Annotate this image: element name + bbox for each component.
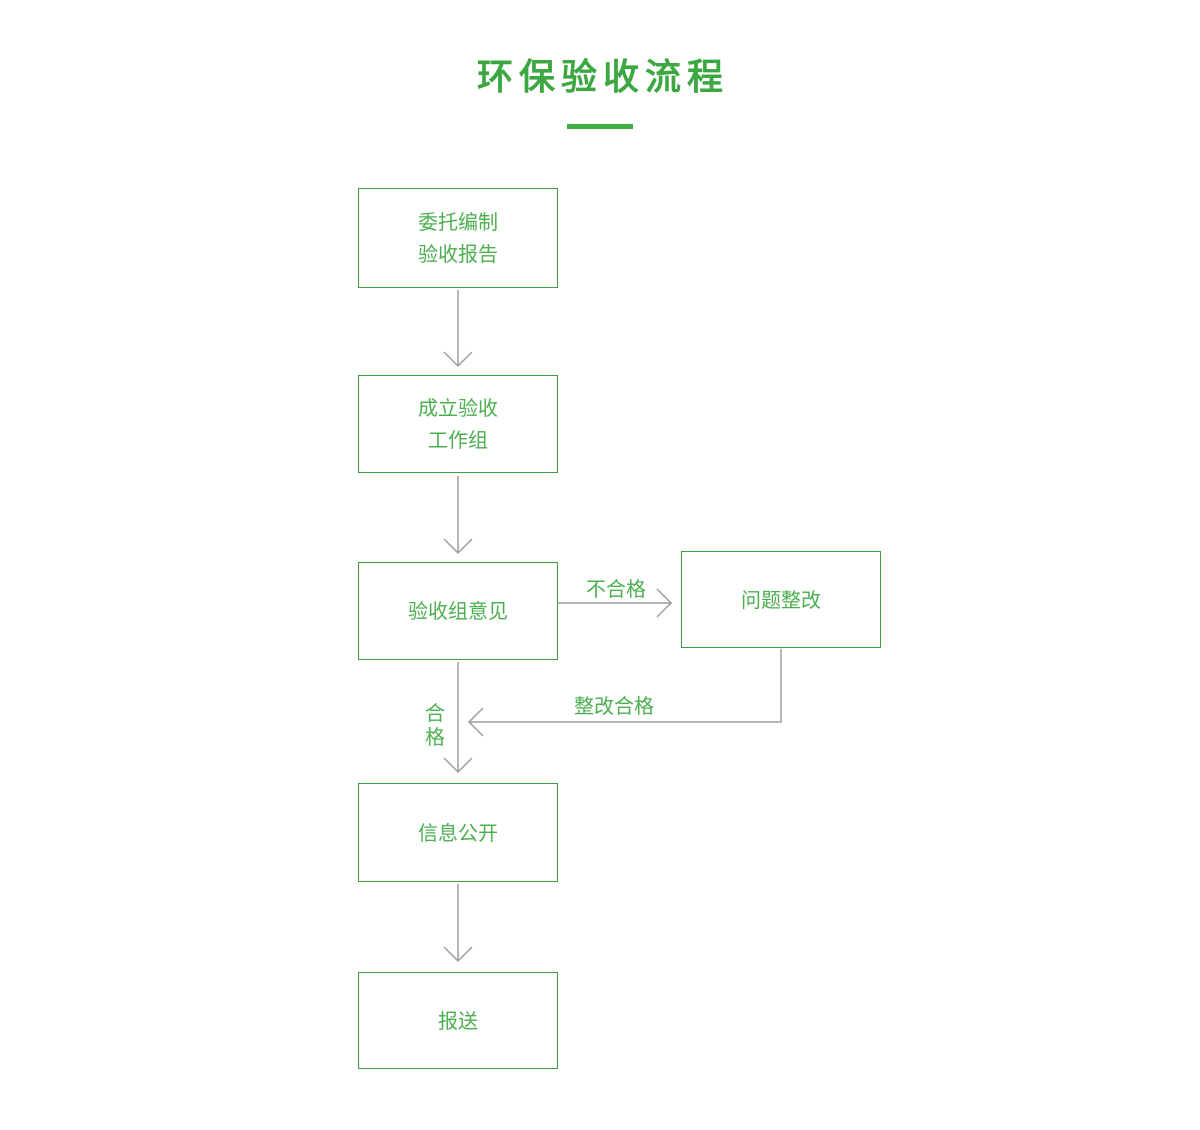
flow-node-acceptance-opinion: 验收组意见 (358, 562, 558, 660)
edge-label-rectification-passed: 整改合格 (574, 694, 654, 718)
connector-entrust-to-workgroup-arrow (443, 290, 473, 368)
flow-node-entrust-report: 委托编制 验收报告 (358, 188, 558, 288)
flow-node-form-workgroup: 成立验收 工作组 (358, 375, 558, 473)
edge-label-qualified: 合 格 (425, 701, 445, 749)
flow-node-submission: 报送 (358, 972, 558, 1069)
flow-node-information-disclosure: 信息公开 (358, 783, 558, 882)
connector-disclosure-to-submission-arrow (443, 884, 473, 963)
page-title: 环保验收流程 (476, 57, 729, 98)
connector-opinion-to-disclosure-arrow (443, 662, 473, 774)
edge-label-unqualified: 不合格 (586, 577, 646, 601)
flow-node-problem-rectification: 问题整改 (681, 551, 881, 648)
title-underline (567, 124, 633, 129)
connector-workgroup-to-opinion-arrow (443, 476, 473, 555)
